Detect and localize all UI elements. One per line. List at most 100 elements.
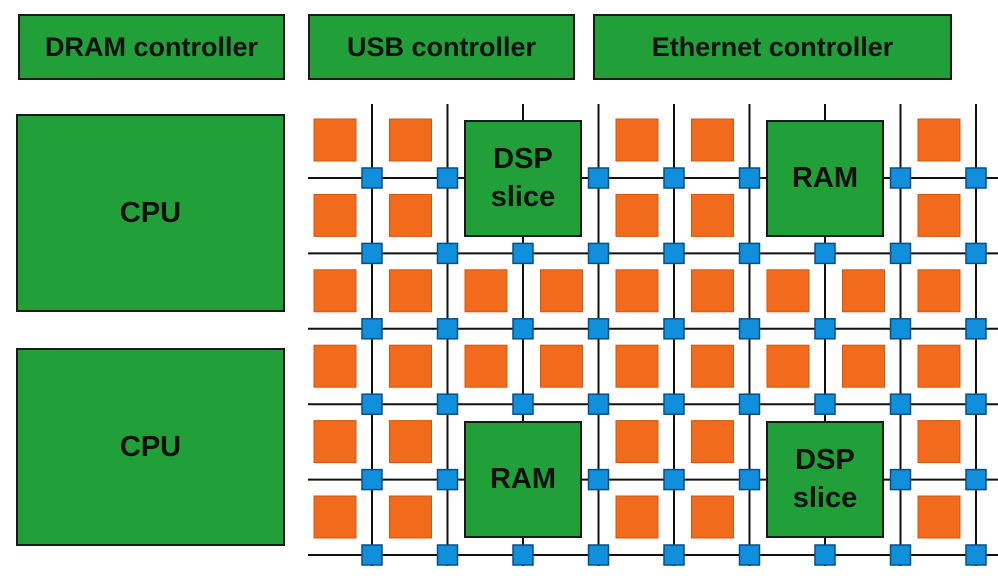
switch-box [436, 242, 459, 265]
switch-box [889, 544, 912, 566]
switch-box [965, 167, 987, 189]
fabric-block-label: DSP slice [490, 142, 556, 213]
switch-box [663, 242, 685, 265]
switch-box [889, 242, 912, 265]
switch-box [587, 242, 610, 265]
controller-usb: USB controller [308, 14, 575, 80]
logic-cell [917, 118, 961, 162]
switch-box [889, 318, 912, 340]
controller-ethernet-label: Ethernet controller [651, 31, 894, 62]
logic-cell [917, 193, 961, 237]
switch-box [738, 393, 761, 415]
fabric-block-label: RAM [489, 462, 557, 495]
switch-box [436, 393, 459, 415]
logic-cell [917, 420, 961, 464]
switch-box [663, 544, 685, 566]
switch-box [738, 242, 761, 265]
controller-dram: DRAM controller [18, 14, 285, 80]
logic-cell [917, 344, 961, 388]
fabric-block-label: DSP slice [792, 443, 858, 514]
switch-box [587, 167, 610, 189]
logic-cell [615, 269, 659, 313]
controller-ethernet: Ethernet controller [593, 14, 952, 80]
switch-box [587, 544, 610, 566]
switch-box [889, 167, 912, 189]
cpu-block-bottom: CPU [16, 348, 285, 546]
switch-box [814, 393, 836, 415]
cpu-label: CPU [119, 430, 182, 463]
switch-box [361, 468, 383, 491]
logic-cell [766, 344, 810, 388]
switch-box [512, 393, 534, 415]
logic-cell [842, 344, 885, 388]
logic-cell [766, 269, 810, 313]
logic-cell [615, 420, 659, 464]
logic-cell [691, 344, 734, 388]
logic-cell [389, 420, 432, 464]
logic-cell [615, 495, 659, 539]
logic-cell [842, 269, 885, 313]
switch-box [738, 544, 761, 566]
switch-box [361, 393, 383, 415]
cpu-label: CPU [119, 196, 182, 229]
switch-box [436, 468, 459, 491]
logic-cell [540, 344, 583, 388]
fabric-block-label: RAM [791, 161, 859, 194]
logic-cell [615, 118, 659, 162]
fabric-block-dsp-slice: DSP slice [464, 120, 582, 237]
switch-box [965, 318, 987, 340]
logic-cell [313, 193, 357, 237]
logic-cell [691, 420, 734, 464]
logic-cell [313, 118, 357, 162]
switch-box [814, 318, 836, 340]
switch-box [512, 242, 534, 265]
switch-box [889, 393, 912, 415]
switch-box [738, 318, 761, 340]
switch-box [587, 468, 610, 491]
switch-box [663, 318, 685, 340]
switch-box [436, 544, 459, 566]
logic-cell [389, 269, 432, 313]
logic-cell [389, 344, 432, 388]
logic-cell [691, 118, 734, 162]
logic-cell [389, 495, 432, 539]
switch-box [738, 468, 761, 491]
fabric-block-dsp-slice: DSP slice [766, 421, 884, 538]
logic-cell [917, 495, 961, 539]
switch-box [663, 167, 685, 189]
switch-box [663, 393, 685, 415]
cpu-block-top: CPU [16, 114, 285, 312]
logic-cell [691, 193, 734, 237]
switch-box [361, 544, 383, 566]
logic-cell [691, 269, 734, 313]
logic-cell [615, 344, 659, 388]
switch-box [663, 468, 685, 491]
switch-box [965, 468, 987, 491]
switch-box [587, 393, 610, 415]
fabric-block-ram: RAM [464, 421, 582, 538]
logic-cell [464, 344, 508, 388]
switch-box [436, 318, 459, 340]
switch-box [436, 167, 459, 189]
logic-cell [313, 344, 357, 388]
logic-cell [691, 495, 734, 539]
switch-box [361, 167, 383, 189]
controller-usb-label: USB controller [346, 31, 537, 62]
logic-cell [389, 118, 432, 162]
logic-cell [615, 193, 659, 237]
logic-cell [389, 193, 432, 237]
switch-box [738, 167, 761, 189]
switch-box [889, 468, 912, 491]
switch-box [965, 242, 987, 265]
logic-cell [917, 269, 961, 313]
switch-box [512, 544, 534, 566]
switch-box [512, 318, 534, 340]
logic-cell [313, 495, 357, 539]
switch-box [965, 393, 987, 415]
logic-cell [464, 269, 508, 313]
switch-box [965, 544, 987, 566]
logic-cell [540, 269, 583, 313]
switch-box [587, 318, 610, 340]
fabric-block-ram: RAM [766, 120, 884, 237]
